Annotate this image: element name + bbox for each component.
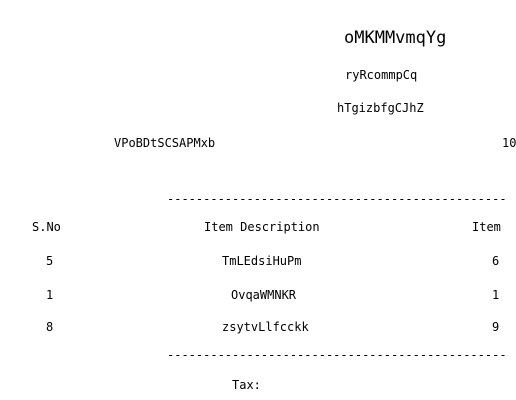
- row-3-description: zsytvLlfcckk: [222, 320, 309, 334]
- separator-top: ----------------------------------------…: [167, 192, 507, 206]
- row-2-item: 1: [492, 288, 500, 302]
- row-2-description: OvqaWMNKR: [231, 288, 297, 302]
- row-1-description: TmLEdsiHuPm: [222, 254, 302, 268]
- row-1-sno: 5: [46, 254, 54, 268]
- receipt-subtitle-2: hTgizbfgCJhZ: [337, 101, 424, 115]
- receipt-subtitle-1: ryRcommpCq: [345, 68, 418, 82]
- column-header-sno: S.No: [32, 220, 61, 234]
- row-3-item: 9: [492, 320, 500, 334]
- receipt-left-info: VPoBDtSCSAPMxb: [114, 136, 216, 150]
- separator-bottom: ----------------------------------------…: [167, 348, 507, 362]
- column-header-description: Item Description: [204, 220, 320, 234]
- tax-label: Tax:: [232, 378, 261, 392]
- row-1-item: 6: [492, 254, 500, 268]
- row-3-sno: 8: [46, 320, 54, 334]
- column-header-item: Item: [472, 220, 501, 234]
- receipt-right-info: 10: [502, 136, 516, 150]
- receipt-title: oMKMMvmqYg: [344, 28, 447, 48]
- row-2-sno: 1: [46, 288, 54, 302]
